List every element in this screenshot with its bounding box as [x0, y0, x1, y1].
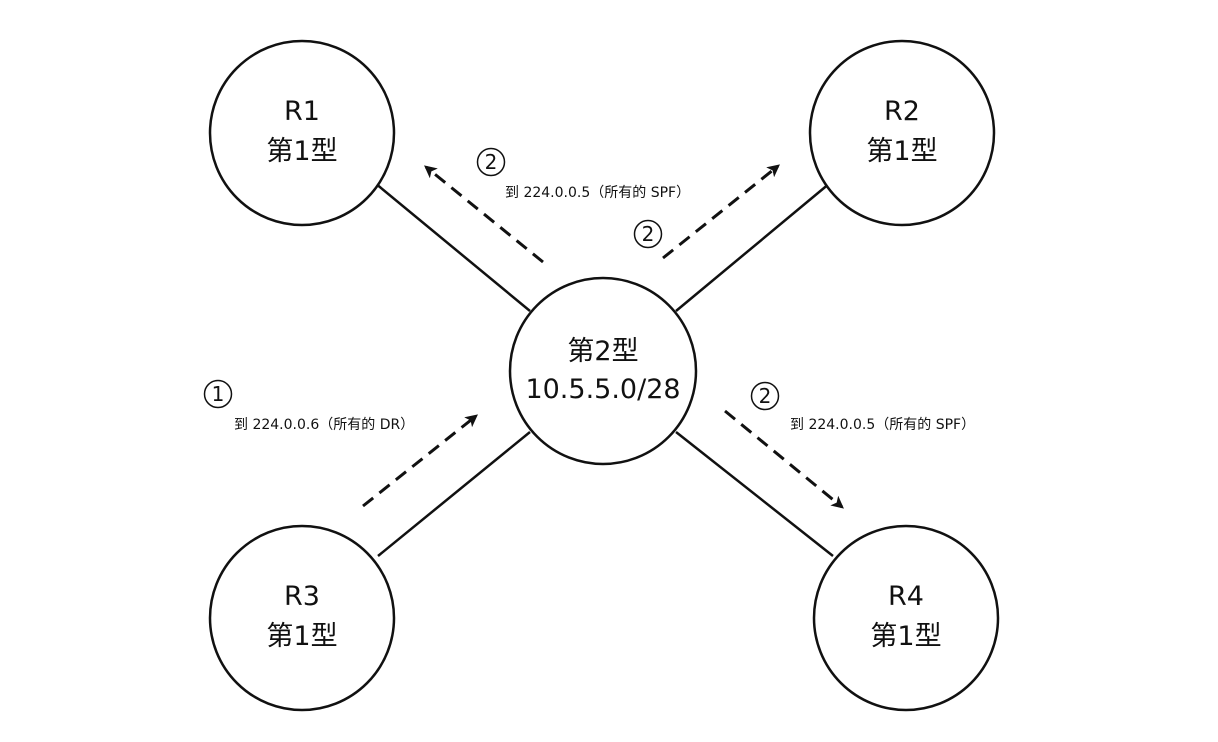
- node-r4-circle: [812, 524, 1000, 712]
- node-r2-type: 第1型: [866, 136, 937, 167]
- node-r1: R1 第1型: [208, 39, 396, 227]
- node-r3: R3 第1型: [208, 524, 396, 712]
- link-r2-center: [675, 182, 831, 312]
- node-r2: R2 第1型: [808, 39, 996, 227]
- arrow-to-r4: [724, 409, 844, 509]
- step2-r4-label: 到 224.0.0.5（所有的 SPF）: [790, 417, 975, 433]
- step2-r4-number: 2: [759, 384, 772, 408]
- link-r3-center: [377, 431, 531, 557]
- node-center-circle: [508, 276, 698, 466]
- node-r4: R4 第1型: [812, 524, 1000, 712]
- node-r1-type: 第1型: [266, 136, 337, 167]
- arrow-from-r3: [362, 414, 478, 508]
- node-r4-type: 第1型: [870, 621, 941, 652]
- step2-r4-marker: 2: [750, 381, 780, 411]
- node-r3-circle: [208, 524, 396, 712]
- node-r1-name: R1: [284, 96, 320, 127]
- step2-r2-circle: [633, 219, 663, 249]
- node-r4-name: R4: [888, 581, 924, 612]
- flood-arrows: [362, 164, 844, 509]
- arrow-to-r2: [662, 164, 780, 260]
- node-r2-name: R2: [884, 96, 920, 127]
- node-r1-circle: [208, 39, 396, 227]
- step1-number: 1: [212, 382, 225, 406]
- node-r3-name: R3: [284, 581, 320, 612]
- node-center-type: 第2型: [567, 336, 638, 367]
- step2-r2-marker: 2: [633, 219, 663, 249]
- links: [374, 182, 834, 557]
- step2-r1-number: 2: [485, 150, 498, 174]
- link-r4-center: [675, 431, 834, 557]
- arrow-to-r1: [424, 165, 544, 264]
- node-r2-circle: [808, 39, 996, 227]
- node-center: 第2型 10.5.5.0/28: [508, 276, 698, 466]
- step1-marker: 1: [203, 379, 233, 409]
- step1-label: 到 224.0.0.6（所有的 DR）: [234, 417, 414, 433]
- node-center-subnet: 10.5.5.0/28: [525, 374, 680, 405]
- step2-r1-circle: [476, 147, 506, 177]
- link-r1-center: [374, 182, 531, 312]
- step2-r4-circle: [750, 381, 780, 411]
- step2-r2-number: 2: [642, 222, 655, 246]
- step2-r1-label: 到 224.0.0.5（所有的 SPF）: [505, 185, 690, 201]
- step1-circle: [203, 379, 233, 409]
- step2-r1-marker: 2: [476, 147, 506, 177]
- node-r3-type: 第1型: [266, 621, 337, 652]
